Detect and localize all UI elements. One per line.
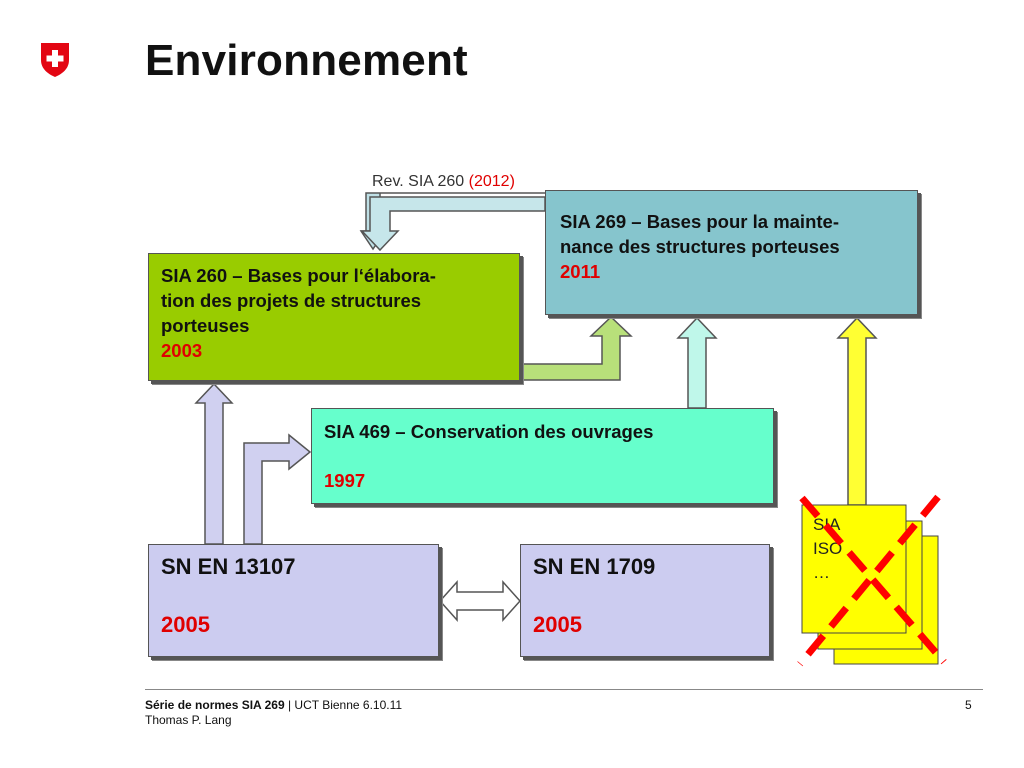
swiss-cross-icon [41, 43, 69, 77]
box-sia-260: SIA 260 – Bases pour l‘élabora- tion des… [148, 253, 520, 381]
arrow-13107-to-260 [194, 382, 234, 545]
arrow-sia-iso-to-269 [836, 316, 878, 506]
sia-260-line1: SIA 260 – Bases pour l‘élabora- [161, 265, 436, 286]
sia-260-line3: porteuses [161, 315, 250, 336]
footer-series: Série de normes SIA 269 | UCT Bienne 6.1… [145, 698, 403, 712]
arrow-469-to-269 [676, 316, 718, 409]
sia-469-line1: SIA 469 – Conservation des ouvrages [324, 421, 654, 442]
arrow-13107-to-469 [243, 433, 312, 545]
arrow-260-to-269 [519, 315, 633, 381]
sn-en-13107-title: SN EN 13107 [161, 554, 296, 579]
sia-469-year: 1997 [324, 470, 366, 491]
box-sn-en-13107: SN EN 13107 2005 [148, 544, 439, 657]
sn-en-13107-year: 2005 [161, 612, 210, 637]
page-number: 5 [965, 698, 972, 712]
sia-269-line1: SIA 269 – Bases pour la mainte- [560, 211, 839, 232]
footer-divider [145, 689, 983, 690]
footer-author: Thomas P. Lang [145, 713, 232, 727]
box-sia-269: SIA 269 – Bases pour la mainte- nance de… [545, 190, 918, 315]
sia-260-year: 2003 [161, 340, 203, 361]
arrow-13107-1709 [438, 580, 522, 622]
sn-en-1709-year: 2005 [533, 612, 582, 637]
rev-sia-260-label: Rev. SIA 260 (2012) [372, 173, 515, 190]
sia-269-year: 2011 [560, 261, 601, 282]
box-sn-en-1709: SN EN 1709 2005 [520, 544, 770, 657]
sn-en-1709-title: SN EN 1709 [533, 554, 656, 579]
sia-iso-stack-text: SIA ISO … [813, 515, 843, 582]
box-sia-469: SIA 469 – Conservation des ouvrages 1997 [311, 408, 774, 504]
sia-269-line2: nance des structures porteuses [560, 236, 840, 257]
sia-260-line2: tion des projets de structures [161, 290, 422, 311]
page-title: Environnement [145, 36, 468, 85]
